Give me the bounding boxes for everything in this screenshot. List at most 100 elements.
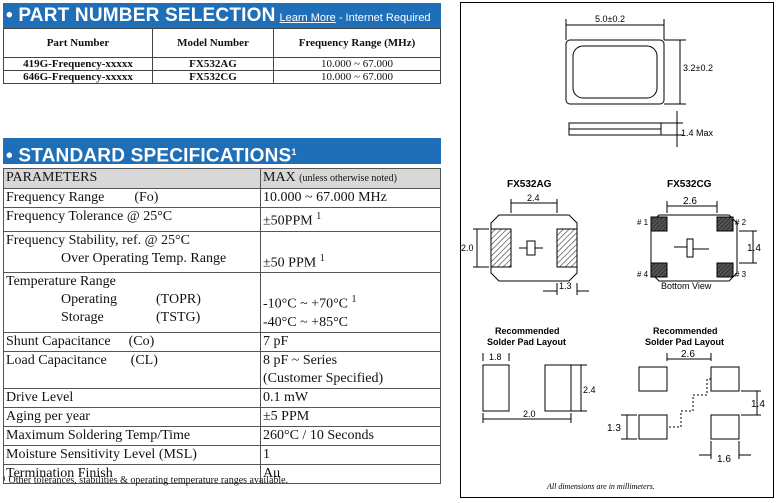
pin-2-label: # 2 <box>735 218 747 227</box>
frequency-range-value: 10.000 ~ 67.000 MHz <box>260 188 441 208</box>
rec-right-gap: 1.3 <box>607 423 621 434</box>
standard-specs-title: • STANDARD SPECIFICATIONS <box>6 145 292 167</box>
termination-label: Termination Finish <box>3 463 261 484</box>
pin-3-label: # 3 <box>735 270 747 279</box>
dim-height: 1.4 Max <box>681 128 714 138</box>
msl-value: 1 <box>260 444 441 465</box>
spec-row-soldering: Maximum Soldering Temp/Time 260°C / 10 S… <box>3 425 441 446</box>
recommended-pad-right <box>621 353 761 459</box>
rec-right-title-1: Recommended <box>653 326 718 336</box>
header-frequency-range: Frequency Range (MHz) <box>273 28 441 58</box>
load-capacitance-value: 8 pF ~ Series <box>263 352 338 368</box>
spec-row-msl: Moisture Sensitivity Level (MSL) 1 <box>3 444 441 465</box>
footnote-mark: 1 <box>351 294 357 306</box>
frequency-range-cell: 10.000 ~ 67.000 <box>273 70 441 84</box>
frequency-tolerance-label: Frequency Tolerance @ 25°C <box>3 207 261 232</box>
shunt-capacitance-symbol: (Co) <box>128 333 155 349</box>
frequency-tolerance-value: ±50PPM <box>263 213 313 229</box>
storage-label: Storage <box>61 310 104 326</box>
part-number-table: Part Number Model Number Frequency Range… <box>3 28 441 84</box>
storage-value: -40°C ~ +85°C <box>263 314 349 330</box>
learn-more-link[interactable]: Learn More <box>279 12 336 24</box>
load-capacitance-value-note: (Customer Specified) <box>263 370 384 386</box>
spec-row-shunt-capacitance: Shunt Capacitance(Co) 7 pF <box>3 331 441 352</box>
rec-left-title-2: Solder Pad Layout <box>487 337 566 347</box>
footnote-mark: 1 <box>319 252 325 264</box>
package-top-view <box>565 19 686 105</box>
rec-right-w: 1.6 <box>717 454 731 465</box>
footnote: ¹ Other tolerances, stabilities & operat… <box>3 475 289 486</box>
fx532cg-drawing <box>650 201 757 282</box>
max-label: MAX <box>263 170 296 185</box>
rec-left-title-1: Recommended <box>495 326 560 336</box>
dimensions-note: All dimensions are in millimeters. <box>546 482 655 491</box>
soldering-label: Maximum Soldering Temp/Time <box>3 425 261 446</box>
operating-symbol: (TOPR) <box>156 292 201 308</box>
title-footnote-mark: 1 <box>291 147 297 157</box>
operating-value: -10°C ~ +70°C <box>263 296 349 312</box>
spec-row-frequency-range: Frequency Range (Fo) 10.000 ~ 67.000 MHz <box>3 188 441 208</box>
cg-height: 1.4 <box>747 243 761 254</box>
spec-header-row: PARAMETERS MAX (unless otherwise noted) <box>3 168 441 189</box>
table-row: 419G-Frequency-xxxxx FX532AG 10.000 ~ 67… <box>3 57 441 71</box>
mechanical-drawing: 5.0±0.2 3.2±0.2 1.4 Max FX532AG FX532CG … <box>461 14 765 491</box>
header-part-number: Part Number <box>3 28 153 58</box>
shunt-capacitance-value: 7 pF <box>260 331 441 352</box>
load-capacitance-symbol: (CL) <box>130 352 158 368</box>
spec-row-frequency-tolerance: Frequency Tolerance @ 25°C ±50PPM 1 <box>3 207 441 232</box>
drawing-panel: 5.0±0.2 3.2±0.2 1.4 Max FX532AG FX532CG … <box>460 2 774 498</box>
pin-4-label: # 4 <box>637 270 649 279</box>
cg-pad-spacing: 2.6 <box>683 196 697 207</box>
part-number-cell: 646G-Frequency-xxxxx <box>3 70 153 84</box>
load-capacitance-label: Load Capacitance <box>6 352 107 368</box>
model-number-cell: FX532AG <box>152 57 274 71</box>
table-row: 646G-Frequency-xxxxx FX532CG 10.000 ~ 67… <box>3 70 441 84</box>
fx532ag-drawing <box>473 199 589 295</box>
aging-value: ±5 PPM <box>260 406 441 427</box>
drive-level-label: Drive Level <box>3 387 261 408</box>
part-number-cell: 419G-Frequency-xxxxx <box>3 57 153 71</box>
recommended-pad-left <box>482 353 587 423</box>
soldering-value: 260°C / 10 Seconds <box>260 425 441 446</box>
rec-left-w: 1.8 <box>489 352 502 362</box>
rec-right-spacing: 2.6 <box>681 349 695 360</box>
fx532cg-label: FX532CG <box>667 179 712 190</box>
rec-left-h: 2.4 <box>583 385 596 395</box>
part-number-title: • PART NUMBER SELECTION <box>6 5 276 26</box>
spec-row-aging: Aging per year ±5 PPM <box>3 406 441 427</box>
spec-row-frequency-stability: Frequency Stability, ref. @ 25°C Over Ope… <box>3 230 441 274</box>
parameters-header: PARAMETERS <box>3 168 261 189</box>
dim-length: 5.0±0.2 <box>595 14 625 24</box>
operating-label: Operating <box>61 292 117 308</box>
package-side-view <box>568 111 683 147</box>
max-header: MAX (unless otherwise noted) <box>260 168 441 189</box>
frequency-range-symbol: (Fo) <box>134 190 159 205</box>
frequency-range-label: Frequency Range <box>6 190 105 205</box>
frequency-stability-sublabel: Over Operating Temp. Range <box>61 250 227 266</box>
temperature-range-label: Temperature Range <box>6 274 116 290</box>
dim-width: 3.2±0.2 <box>683 63 713 73</box>
footnote-mark: 1 <box>316 211 322 222</box>
standard-specs-banner: • STANDARD SPECIFICATIONS1 <box>3 138 441 167</box>
aging-label: Aging per year <box>3 406 261 427</box>
termination-value: Au <box>260 463 441 484</box>
table-header-row: Part Number Model Number Frequency Range… <box>3 28 441 58</box>
rec-right-h: 1.4 <box>751 399 765 410</box>
header-model-number: Model Number <box>152 28 274 58</box>
frequency-stability-value: ±50 PPM <box>263 255 317 271</box>
pin-1-label: # 1 <box>637 218 649 227</box>
rec-right-title-2: Solder Pad Layout <box>645 337 724 347</box>
storage-symbol: (TSTG) <box>156 310 201 326</box>
frequency-stability-label: Frequency Stability, ref. @ 25°C <box>6 232 190 248</box>
spec-row-drive-level: Drive Level 0.1 mW <box>3 387 441 408</box>
ag-pad-width: 2.4 <box>527 193 540 203</box>
drive-level-value: 0.1 mW <box>260 387 441 408</box>
spec-table: PARAMETERS MAX (unless otherwise noted) … <box>3 168 441 484</box>
msl-label: Moisture Sensitivity Level (MSL) <box>3 444 261 465</box>
fx532ag-label: FX532AG <box>507 179 552 190</box>
ag-height: 2.0 <box>461 243 474 253</box>
ag-pad-gap: 1.3 <box>559 281 572 291</box>
rec-left-span: 2.0 <box>523 409 536 419</box>
